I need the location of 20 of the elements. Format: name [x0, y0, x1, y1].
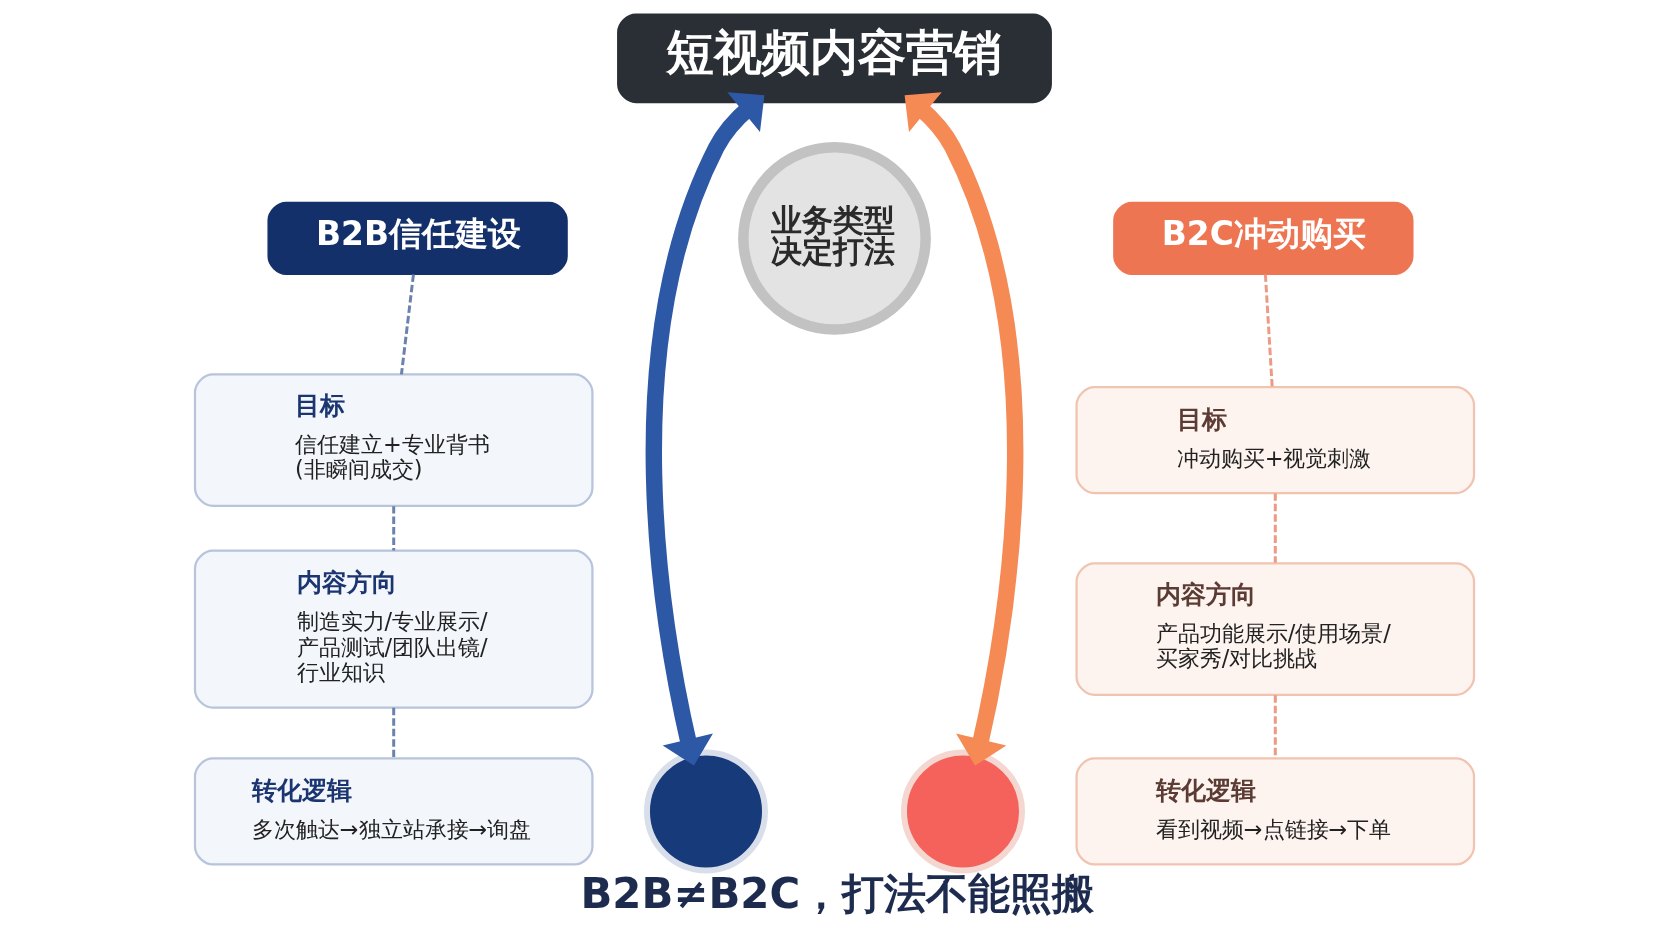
node-box: 短视频内容营销	[616, 13, 1052, 104]
node-box: 内容方向 产品功能展示/使用场景/买家秀/对比挑战	[1074, 562, 1475, 696]
node-box: 转化逻辑 多次触达→独立站承接→询盘	[193, 757, 594, 866]
caption: B2B≠B2C，打法不能照搬	[579, 869, 1094, 919]
node-box: 转化逻辑 看到视频→点链接→下单	[1074, 757, 1475, 866]
arrow	[645, 92, 764, 766]
node-circle	[900, 749, 1025, 874]
connector	[399, 274, 415, 375]
node-box: 目标 信任建立+专业背书(非瞬间成交)	[193, 373, 594, 507]
connector	[1273, 493, 1277, 563]
node-box: 内容方向 制造实力/专业展示/产品测试/团队出镜/行业知识	[193, 549, 594, 709]
node-circle	[643, 749, 768, 874]
node-box: B2B信任建设	[266, 201, 568, 275]
connector	[391, 506, 395, 551]
connector	[391, 707, 395, 759]
connector	[1263, 274, 1274, 387]
node-box: B2C冲动购买	[1112, 201, 1413, 275]
arrow	[904, 92, 1023, 766]
node-box: 目标 冲动购买+视觉刺激	[1074, 385, 1475, 495]
node-circle: 业务类型决定打法	[737, 142, 931, 335]
